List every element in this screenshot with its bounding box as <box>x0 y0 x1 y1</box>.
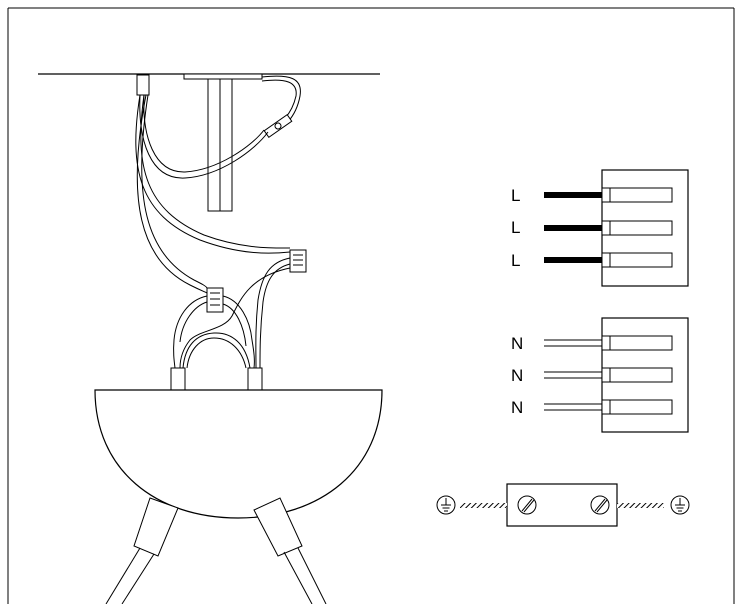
neutral-row-3: N <box>511 398 673 417</box>
live-label-3: L <box>511 251 520 270</box>
live-row-1: L <box>511 186 673 205</box>
ground-symbol-icon <box>670 495 690 515</box>
lamp-canopy <box>94 389 383 519</box>
neutral-row-1: N <box>511 334 673 353</box>
mains-cable-entry <box>136 74 150 96</box>
connector-block-upper <box>289 249 307 273</box>
ground-symbol-icon <box>436 495 456 515</box>
bracket-earth-wire <box>261 75 301 139</box>
earth-terminal <box>436 483 690 527</box>
screw-icon <box>590 495 610 515</box>
live-connector: L L L <box>511 169 689 287</box>
earth-wire-left <box>460 503 507 508</box>
lamp-arms <box>105 497 327 604</box>
earth-wire-right <box>617 503 664 508</box>
canopy-sleeves <box>170 367 263 391</box>
supply-wires <box>135 94 291 294</box>
mounting-bracket <box>183 73 263 212</box>
neutral-label-2: N <box>511 366 523 385</box>
neutral-label-3: N <box>511 398 523 417</box>
neutral-label-1: N <box>511 334 523 353</box>
connector-block-lower <box>206 287 224 313</box>
neutral-connector: N N N <box>511 317 689 433</box>
neutral-row-2: N <box>511 366 673 385</box>
screw-icon <box>517 495 537 515</box>
fixture-wires <box>173 257 291 369</box>
live-label-2: L <box>511 218 520 237</box>
live-label-1: L <box>511 186 520 205</box>
drawing-frame <box>7 7 735 604</box>
live-row-3: L <box>511 251 673 270</box>
live-row-2: L <box>511 218 673 237</box>
